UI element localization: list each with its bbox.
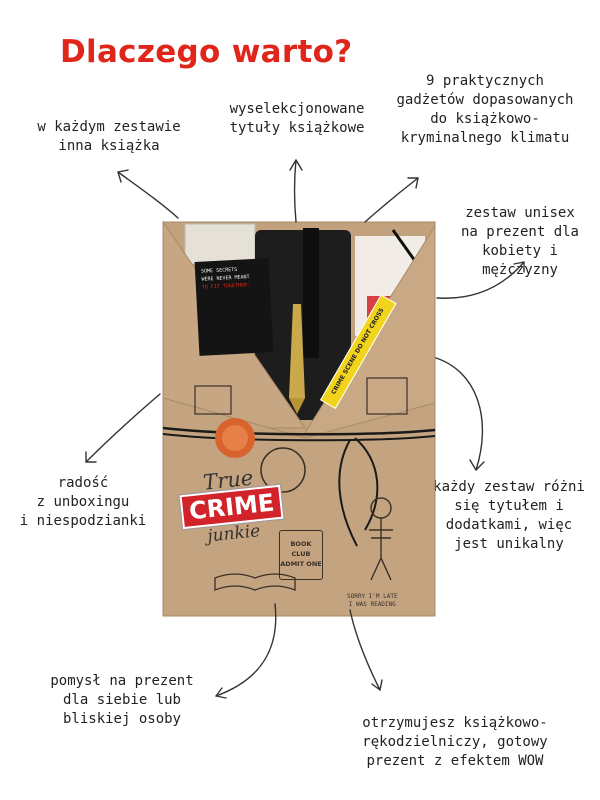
caption-unboxing: radość z unboxingu i niespodzianki (19, 475, 147, 529)
caption-each-set: w każdym zestawie inna książka (37, 119, 181, 154)
arrow-wow (349, 609, 383, 691)
sorry-late-stamp: SORRY I'M LATE I WAS READING (347, 593, 398, 608)
arrow-unique (435, 357, 485, 471)
arrow-gadgets (364, 177, 419, 223)
arrow-unisex (436, 261, 525, 299)
arrow-each-set (117, 169, 179, 219)
arrow-unboxing (85, 393, 161, 463)
book-club-stamp: BOOK CLUB ADMIT ONE (279, 530, 323, 580)
caption-unisex: zestaw unisex na prezent dla kobiety i m… (460, 205, 579, 278)
page-title: Dlaczego warto? (60, 34, 353, 70)
caption-gadgets: 9 praktycznych gadżetów dopasowanych do … (396, 73, 574, 146)
caption-selected-titles: wyselekcjonowane tytuły książkowe (229, 101, 365, 136)
caption-unique: każdy zestaw różni się tytułem i dodatka… (433, 479, 585, 552)
caption-wow: otrzymujesz książkowo- rękodzielniczy, g… (362, 715, 548, 769)
envelope-illustration (162, 220, 436, 617)
arrow-gift-idea (215, 603, 277, 699)
caption-gift-idea: pomysł na prezent dla siebie lub bliskie… (50, 673, 194, 727)
gift-envelope-photo: SOME SECRETS WERE NEVER MEANT TO FIT TOG… (155, 208, 440, 618)
arrow-selected-titles (289, 159, 303, 223)
